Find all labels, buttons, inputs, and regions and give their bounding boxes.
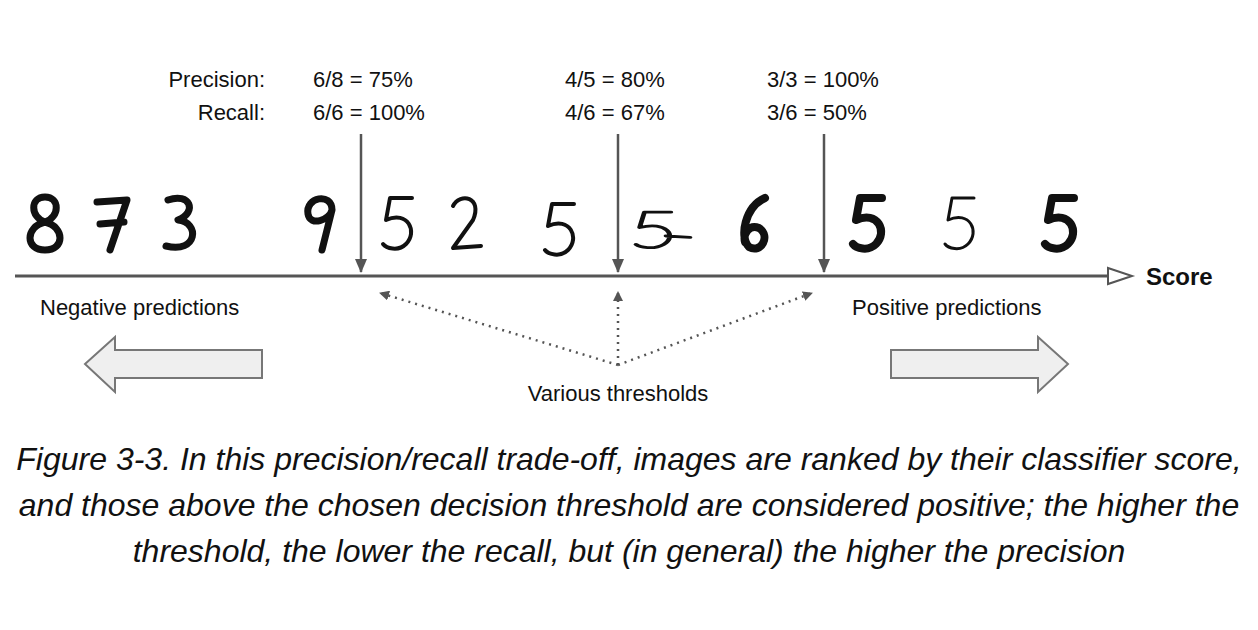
threshold-lines bbox=[361, 134, 824, 272]
label: Negative predictions bbox=[40, 295, 239, 321]
label: 4/5 = 80% bbox=[565, 67, 665, 93]
hollow-arrow-right bbox=[891, 337, 1068, 392]
digit-images bbox=[30, 197, 1074, 255]
hollow-arrow-left bbox=[85, 337, 262, 392]
dotted-pointers bbox=[380, 292, 812, 365]
label: 4/6 = 67% bbox=[565, 100, 665, 126]
label: Recall: bbox=[198, 100, 265, 126]
axis-head bbox=[1108, 268, 1132, 284]
label: 6/6 = 100% bbox=[313, 100, 425, 126]
label: Various thresholds bbox=[528, 381, 709, 407]
score-axis bbox=[15, 275, 1110, 278]
label: 3/3 = 100% bbox=[767, 67, 879, 93]
label: Score bbox=[1146, 263, 1213, 291]
figure-caption: Figure 3-3. In this precision/recall tra… bbox=[10, 436, 1248, 574]
label: 6/8 = 75% bbox=[313, 67, 413, 93]
label: 3/6 = 50% bbox=[767, 100, 867, 126]
label: Precision: bbox=[168, 67, 265, 93]
label: Positive predictions bbox=[852, 295, 1042, 321]
